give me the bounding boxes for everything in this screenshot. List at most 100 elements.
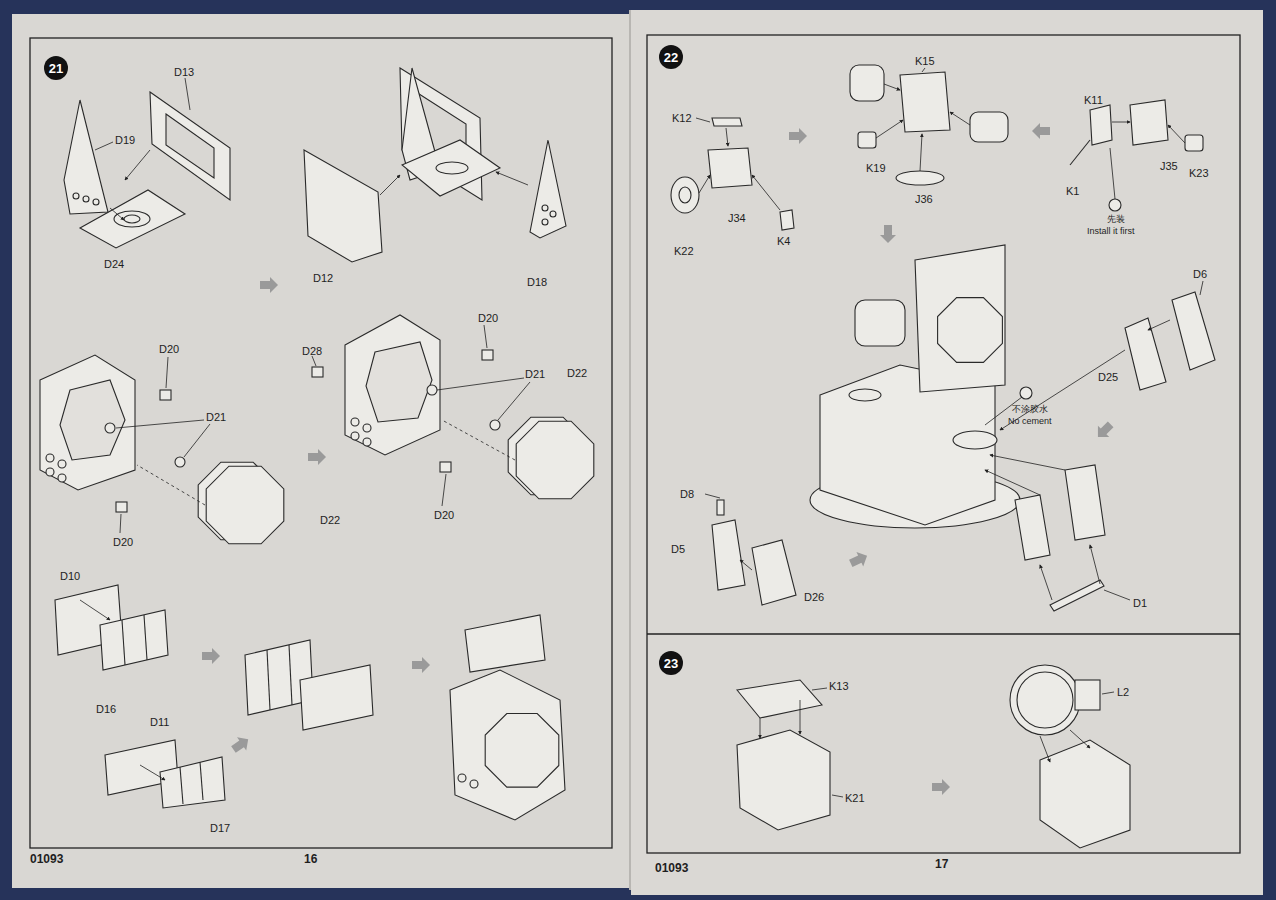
part-number: K13 xyxy=(829,680,849,692)
part-number: K23 xyxy=(1189,167,1209,179)
part-drawing xyxy=(114,211,150,227)
step-arrow xyxy=(1092,419,1116,443)
leader-line xyxy=(125,150,150,180)
part-drawing xyxy=(345,315,440,455)
leader-line xyxy=(166,357,168,388)
step-number: 21 xyxy=(44,56,68,80)
leader-line xyxy=(496,172,528,185)
leader-line xyxy=(832,795,843,797)
part-drawing xyxy=(144,615,147,660)
step-arrow xyxy=(412,657,430,673)
part-number: D17 xyxy=(210,822,230,834)
part-drawing xyxy=(58,460,66,468)
part-drawing xyxy=(300,665,373,730)
leader-line xyxy=(110,208,124,220)
part-number: D25 xyxy=(1098,371,1118,383)
part-drawing xyxy=(124,215,140,223)
part-drawing xyxy=(465,615,545,672)
part-drawing xyxy=(530,140,566,238)
step-number: 23 xyxy=(659,651,683,675)
leader-line xyxy=(1040,736,1050,762)
part-drawing xyxy=(470,780,478,788)
part-drawing xyxy=(206,466,284,544)
part-drawing xyxy=(46,468,54,476)
part-number: D18 xyxy=(527,276,547,288)
page xyxy=(12,14,629,888)
part-drawing xyxy=(1015,495,1050,560)
part-drawing xyxy=(351,418,359,426)
step-arrow xyxy=(260,277,278,293)
page xyxy=(647,35,1240,853)
leader-line xyxy=(884,84,900,90)
step-arrow xyxy=(229,733,253,756)
leader-line xyxy=(1040,565,1052,600)
step-arrow xyxy=(308,449,326,465)
leader-line xyxy=(740,560,752,570)
part-number: D20 xyxy=(434,509,454,521)
part-drawing xyxy=(1090,105,1112,145)
part-drawing xyxy=(1070,140,1090,165)
part-number: J34 xyxy=(728,212,746,224)
part-drawing xyxy=(858,132,876,148)
part-number: D11 xyxy=(150,716,169,728)
part-number: D28 xyxy=(302,345,322,357)
step-arrow xyxy=(880,225,896,243)
part-drawing xyxy=(363,438,371,446)
leader-line xyxy=(800,700,801,734)
leader-line xyxy=(1104,590,1130,600)
part-drawing xyxy=(304,150,382,262)
leader-line xyxy=(184,424,210,457)
step-arrow xyxy=(847,549,870,571)
part-drawing xyxy=(1065,465,1105,540)
leader-line xyxy=(120,514,121,533)
part-drawing xyxy=(122,620,125,665)
part-drawing xyxy=(855,300,905,346)
leader-line xyxy=(1110,148,1115,199)
assembly-note: 不涂胶水 xyxy=(1012,405,1048,415)
part-drawing xyxy=(542,205,548,211)
page xyxy=(30,38,612,848)
leader-line xyxy=(696,118,710,122)
part-drawing xyxy=(436,162,468,174)
part-drawing xyxy=(900,72,950,132)
part-drawing xyxy=(40,355,135,490)
part-drawing xyxy=(312,367,323,377)
part-number: D22 xyxy=(320,514,340,526)
part-drawing xyxy=(938,298,1003,363)
leader-line xyxy=(876,120,903,138)
part-drawing xyxy=(671,177,699,213)
part-number: K22 xyxy=(674,245,694,257)
part-drawing xyxy=(73,193,79,199)
part-drawing xyxy=(105,423,115,433)
leader-line xyxy=(1102,692,1114,694)
part-drawing xyxy=(402,140,500,196)
leader-line xyxy=(137,465,205,505)
part-number: K21 xyxy=(845,792,865,804)
pages xyxy=(12,10,1263,895)
leader-line xyxy=(116,420,204,428)
assembly-note: No cement xyxy=(1008,417,1052,427)
leader-line xyxy=(752,175,780,210)
part-number: D16 xyxy=(96,703,116,715)
part-number: K15 xyxy=(915,55,935,67)
step-arrow xyxy=(880,225,896,243)
part-number: D24 xyxy=(104,258,124,270)
part-drawing xyxy=(849,389,881,401)
part-drawing xyxy=(440,462,451,472)
step-arrow xyxy=(229,733,253,756)
leader-line xyxy=(699,175,710,193)
step-arrow xyxy=(932,779,950,795)
part-number: D20 xyxy=(478,312,498,324)
leader-line xyxy=(1112,122,1130,123)
leader-line xyxy=(437,378,524,390)
part-drawing xyxy=(970,112,1008,142)
step-arrow xyxy=(202,648,220,664)
step-number: 22 xyxy=(659,45,683,69)
part-drawing xyxy=(289,645,292,705)
page-number: 01093 xyxy=(30,853,63,866)
leader-line xyxy=(498,382,530,420)
part-drawing xyxy=(752,540,796,605)
page-number: 16 xyxy=(304,853,317,866)
leader-line xyxy=(985,470,1040,495)
leader-line xyxy=(442,474,446,506)
